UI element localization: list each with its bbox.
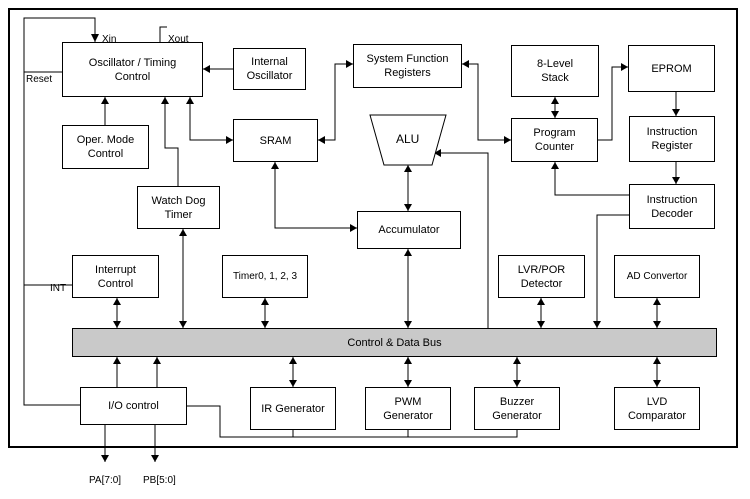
stack-block: 8-Level Stack — [511, 45, 599, 97]
watch-dog-timer-label: Watch Dog Timer — [151, 194, 206, 221]
program-counter-block: Program Counter — [511, 118, 598, 162]
alu-label: ALU — [396, 132, 420, 146]
oscillator-timing-control-label: Oscillator / Timing Control — [88, 56, 177, 83]
diagram-frame — [8, 8, 738, 448]
instruction-decoder-block: Instruction Decoder — [629, 184, 715, 229]
control-data-bus: Control & Data Bus — [72, 328, 717, 357]
buzzer-generator-label: Buzzer Generator — [492, 395, 542, 422]
timer-label: Timer0, 1, 2, 3 — [232, 270, 298, 282]
io-control-label: I/O control — [108, 400, 159, 412]
ir-generator-label: IR Generator — [261, 402, 325, 415]
stack-label: 8-Level Stack — [536, 58, 574, 84]
oper-mode-control-block: Oper. Mode Control — [62, 125, 149, 169]
xout-label: Xout — [168, 34, 189, 45]
ad-convertor-block: AD Convertor — [614, 255, 700, 298]
xin-label: Xin — [102, 34, 117, 45]
system-function-registers-block: System Function Registers — [353, 44, 462, 88]
sram-block: SRAM — [233, 119, 318, 162]
system-function-registers-label: System Function Registers — [366, 53, 449, 79]
instruction-register-block: Instruction Register — [629, 116, 715, 162]
pwm-generator-block: PWM Generator — [365, 387, 451, 430]
accumulator-block: Accumulator — [357, 211, 461, 249]
internal-oscillator-label: Internal Oscillator — [246, 56, 293, 82]
lvr-por-detector-block: LVR/POR Detector — [498, 255, 585, 298]
pb-pin-label: PB[5:0] — [143, 475, 176, 486]
lvd-comparator-block: LVD Comparator — [614, 387, 700, 430]
internal-oscillator-block: Internal Oscillator — [233, 48, 306, 90]
sram-label: SRAM — [259, 134, 292, 147]
eprom-block: EPROM — [628, 45, 715, 92]
timer-block: Timer0, 1, 2, 3 — [222, 255, 308, 298]
io-control-block: I/O control — [80, 387, 187, 425]
interrupt-control-label: Interrupt Control — [95, 263, 136, 290]
eprom-label: EPROM — [651, 62, 692, 75]
alu-shape — [369, 114, 447, 166]
lvr-por-detector-label: LVR/POR Detector — [517, 263, 566, 290]
watch-dog-timer-block: Watch Dog Timer — [137, 186, 220, 229]
buzzer-generator-block: Buzzer Generator — [474, 387, 560, 430]
oper-mode-control-label: Oper. Mode Control — [76, 134, 135, 160]
program-counter-label: Program Counter — [533, 127, 576, 153]
interrupt-control-block: Interrupt Control — [72, 255, 159, 298]
pa-pin-label: PA[7:0] — [89, 475, 122, 486]
oscillator-timing-control-block: Oscillator / Timing Control — [62, 42, 203, 97]
int-label: INT — [50, 283, 67, 294]
instruction-register-label: Instruction Register — [646, 126, 698, 152]
lvd-comparator-label: LVD Comparator — [627, 395, 687, 422]
control-data-bus-label: Control & Data Bus — [347, 336, 442, 349]
accumulator-label: Accumulator — [378, 224, 440, 236]
reset-label: Reset — [26, 74, 53, 85]
ad-convertor-label: AD Convertor — [626, 270, 688, 282]
ir-generator-block: IR Generator — [250, 387, 336, 430]
instruction-decoder-label: Instruction Decoder — [646, 193, 698, 220]
pwm-generator-label: PWM Generator — [383, 395, 433, 422]
